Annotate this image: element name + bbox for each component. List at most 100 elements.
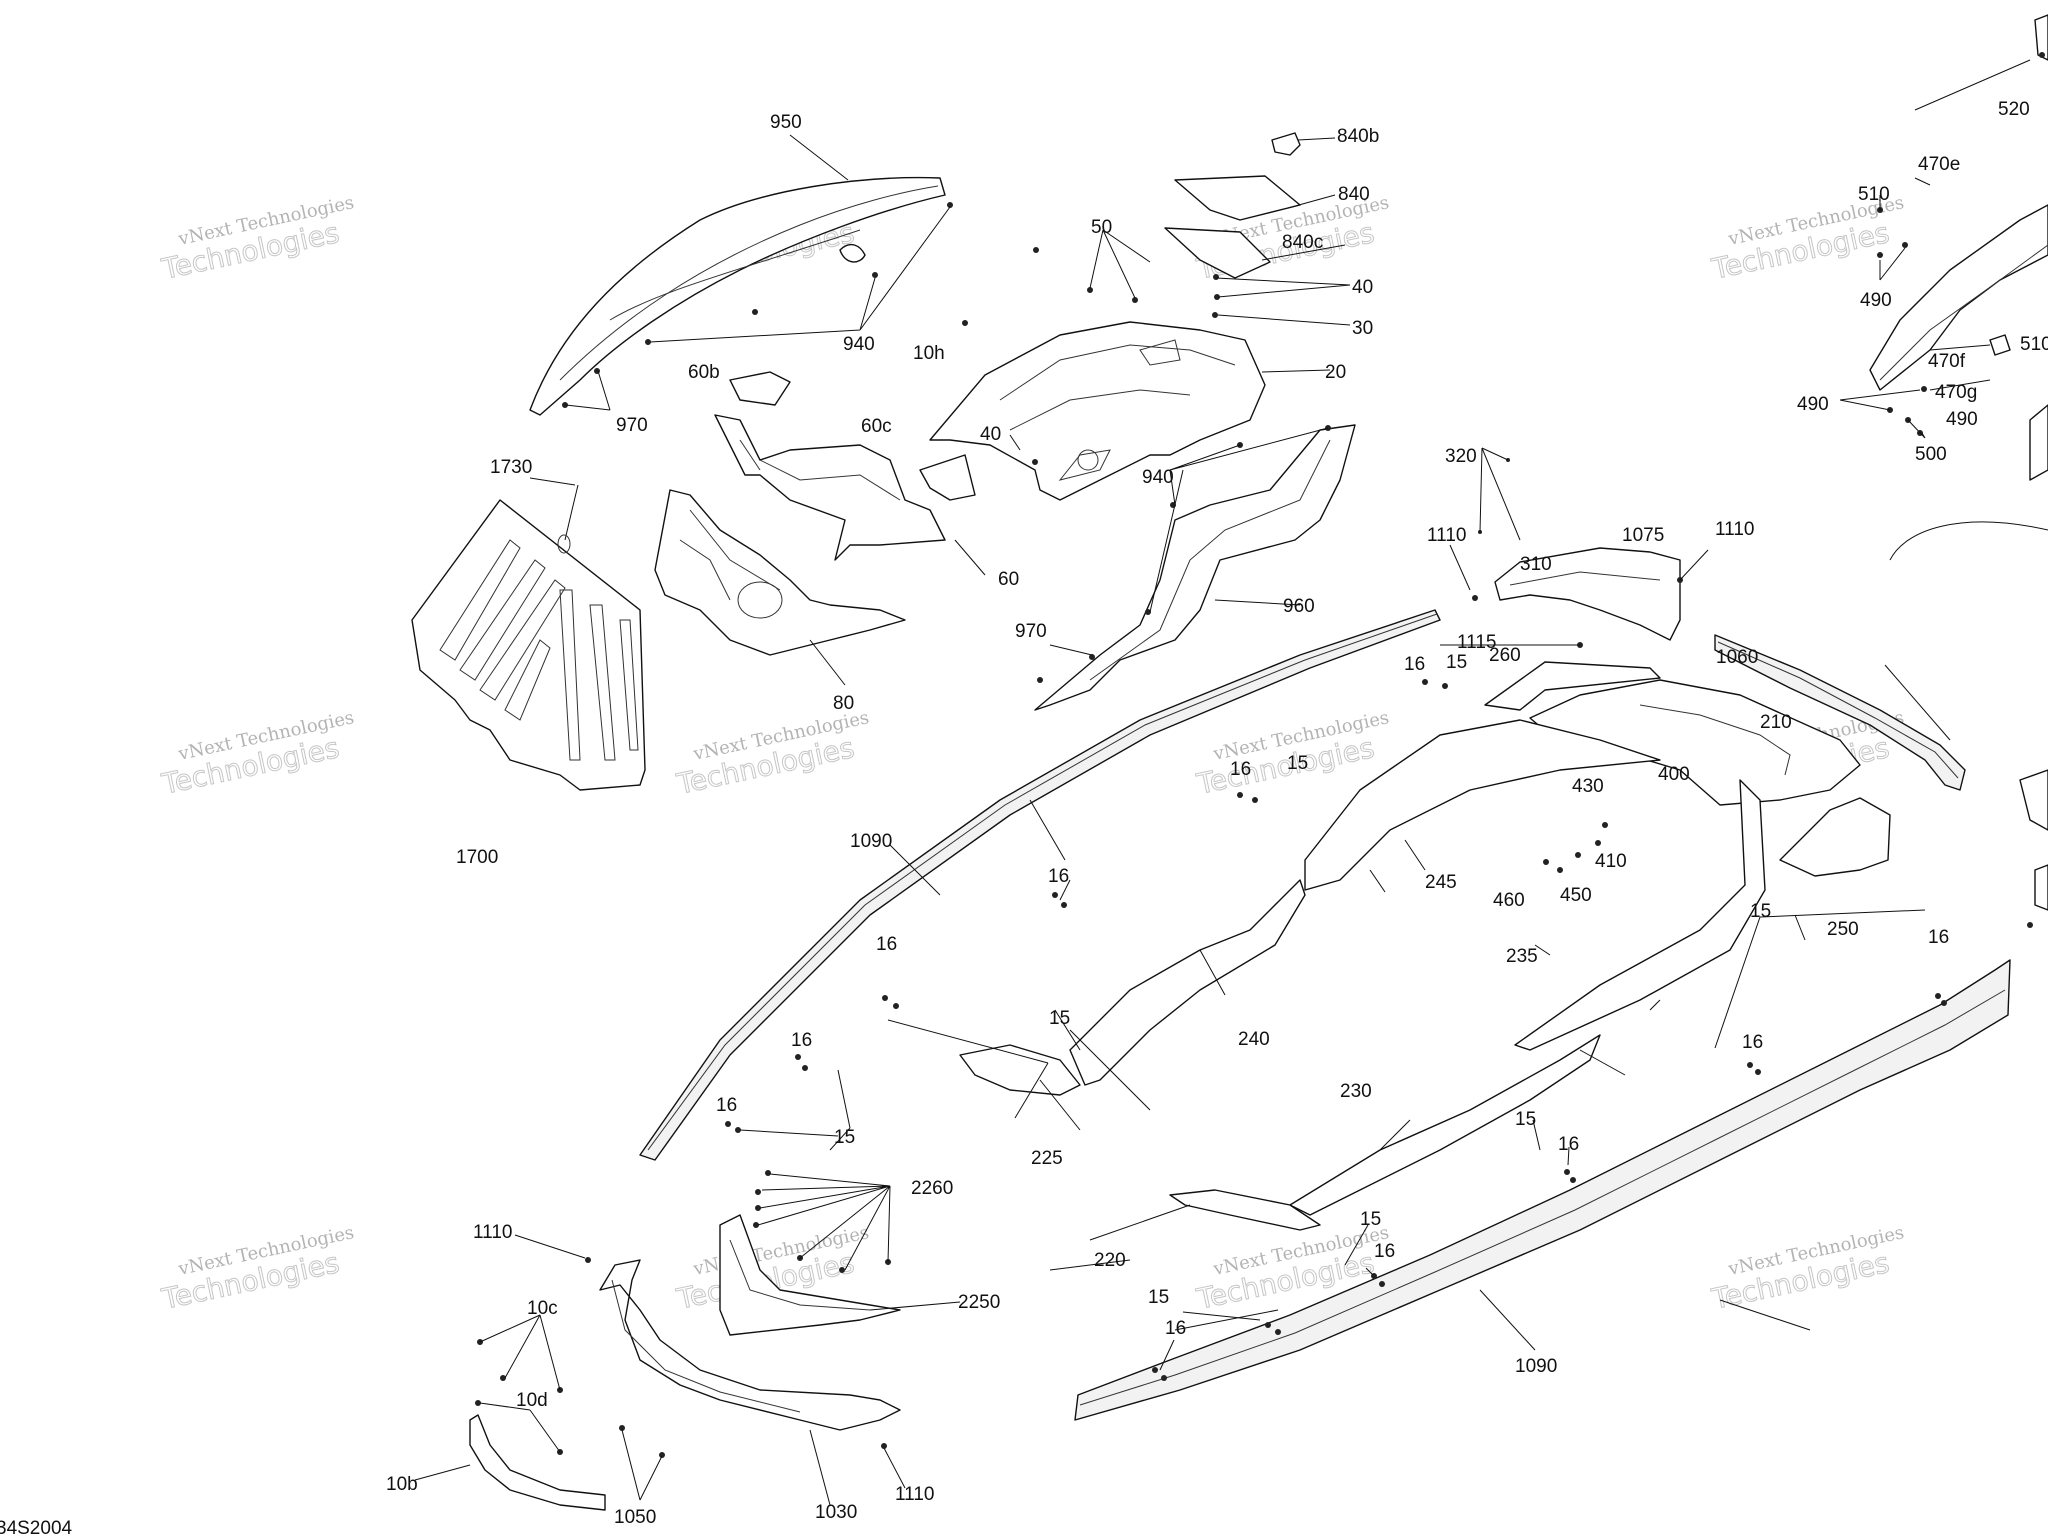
label-1090[interactable]: 1090 [1515,1356,1557,1377]
label-940[interactable]: 940 [843,334,875,355]
part-1700[interactable] [411,499,646,791]
label-40[interactable]: 40 [1352,277,1373,298]
part-470e[interactable] [1869,204,2048,391]
part-510[interactable] [2029,404,2048,481]
label-16[interactable]: 16 [1558,1134,1579,1155]
label-970[interactable]: 970 [616,415,648,436]
label-1700[interactable]: 1700 [456,847,498,868]
label-1030[interactable]: 1030 [815,1502,857,1523]
label-15[interactable]: 15 [834,1127,855,1148]
label-490[interactable]: 490 [1797,394,1829,415]
label-410[interactable]: 410 [1595,851,1627,872]
part-60[interactable] [714,414,946,561]
label-1730[interactable]: 1730 [490,457,532,478]
label-1110[interactable]: 1110 [1427,525,1466,546]
part-235[interactable] [1514,779,1766,1051]
label-16[interactable]: 16 [1230,759,1251,780]
label-950[interactable]: 950 [770,112,802,133]
label-1110[interactable]: 1110 [895,1484,934,1505]
label-15[interactable]: 15 [1360,1209,1381,1230]
label-840c[interactable]: 840c [1282,232,1323,253]
label-15[interactable]: 15 [1515,1109,1536,1130]
part-1075[interactable] [1494,547,1681,641]
label-15[interactable]: 15 [1287,753,1308,774]
label-240[interactable]: 240 [1238,1029,1270,1050]
label-490[interactable]: 490 [1860,290,1892,311]
label-2250[interactable]: 2250 [958,1292,1000,1313]
label-250[interactable]: 250 [1827,919,1859,940]
label-430[interactable]: 430 [1572,776,1604,797]
part-80[interactable] [654,489,906,656]
label-15[interactable]: 15 [1148,1287,1169,1308]
label-400[interactable]: 400 [1658,764,1690,785]
label-16[interactable]: 16 [876,934,897,955]
part-1730[interactable] [564,484,579,541]
label-225[interactable]: 225 [1031,1148,1063,1169]
label-1050[interactable]: 1050 [614,1507,656,1528]
label-80[interactable]: 80 [833,693,854,714]
part-1060[interactable] [1714,634,1966,791]
part-225[interactable] [959,1044,1081,1096]
label-210[interactable]: 210 [1760,712,1792,733]
label-60b[interactable]: 60b [688,362,720,383]
label-15[interactable]: 15 [1750,901,1771,922]
part-250[interactable] [1779,797,1891,877]
label-30[interactable]: 30 [1352,318,1373,339]
label-15[interactable]: 15 [1446,652,1467,673]
label-16[interactable]: 16 [791,1030,812,1051]
label-50[interactable]: 50 [1091,217,1112,238]
label-450[interactable]: 450 [1560,885,1592,906]
label-510[interactable]: 510 [1858,184,1890,205]
part-840c[interactable] [1164,227,1271,279]
label-940[interactable]: 940 [1142,467,1174,488]
label-510[interactable]: 510 [2020,334,2048,355]
label-16[interactable]: 16 [1374,1241,1395,1262]
part-960[interactable] [1034,424,1356,711]
part-240[interactable] [1069,879,1306,1086]
label-16[interactable]: 16 [716,1095,737,1116]
label-970[interactable]: 970 [1015,621,1047,642]
label-1060[interactable]: 1060 [1716,647,1758,668]
label-16[interactable]: 16 [1742,1032,1763,1053]
part-245[interactable] [1304,719,1661,891]
label-60[interactable]: 60 [998,569,1019,590]
part-950[interactable] [529,176,946,416]
label-1110[interactable]: 1110 [473,1222,512,1243]
part-2250[interactable] [719,1214,901,1336]
label-500[interactable]: 500 [1915,444,1947,465]
label-470f[interactable]: 470f [1928,351,1966,372]
label-20[interactable]: 20 [1325,362,1346,383]
label-10c[interactable]: 10c [527,1298,558,1319]
part-1090-lower[interactable] [1074,959,2011,1421]
part-840[interactable] [1174,175,1301,221]
part-470f[interactable] [1989,334,2011,356]
label-10h[interactable]: 10h [913,343,945,364]
label-235[interactable]: 235 [1506,946,1538,967]
label-470e[interactable]: 470e [1918,154,1960,175]
label-320[interactable]: 320 [1445,446,1477,467]
part-1090-upper[interactable] [639,609,1441,1161]
label-960[interactable]: 960 [1283,596,1315,617]
label-520[interactable]: 520 [1998,99,2030,120]
part-1030[interactable] [599,1259,901,1431]
part-60b[interactable] [729,371,791,406]
part-220[interactable] [1169,1189,1321,1231]
label-460[interactable]: 460 [1493,890,1525,911]
label-1090[interactable]: 1090 [850,831,892,852]
part-20[interactable] [929,321,1266,501]
label-840[interactable]: 840 [1338,184,1370,205]
part-230[interactable] [1289,1034,1601,1216]
label-16[interactable]: 16 [1165,1318,1186,1339]
label-10d[interactable]: 10d [516,1390,548,1411]
part-260[interactable] [1484,661,1661,711]
part-840b[interactable] [1271,132,1301,156]
label-470g[interactable]: 470g [1935,382,1977,403]
label-1075[interactable]: 1075 [1622,525,1664,546]
label-260[interactable]: 260 [1489,645,1521,666]
label-60c[interactable]: 60c [861,416,892,437]
label-2260[interactable]: 2260 [911,1178,953,1199]
label-840b[interactable]: 840b [1337,126,1379,147]
label-310[interactable]: 310 [1520,554,1552,575]
label-1115[interactable]: 1115 [1457,632,1496,653]
label-10b[interactable]: 10b [386,1474,418,1495]
